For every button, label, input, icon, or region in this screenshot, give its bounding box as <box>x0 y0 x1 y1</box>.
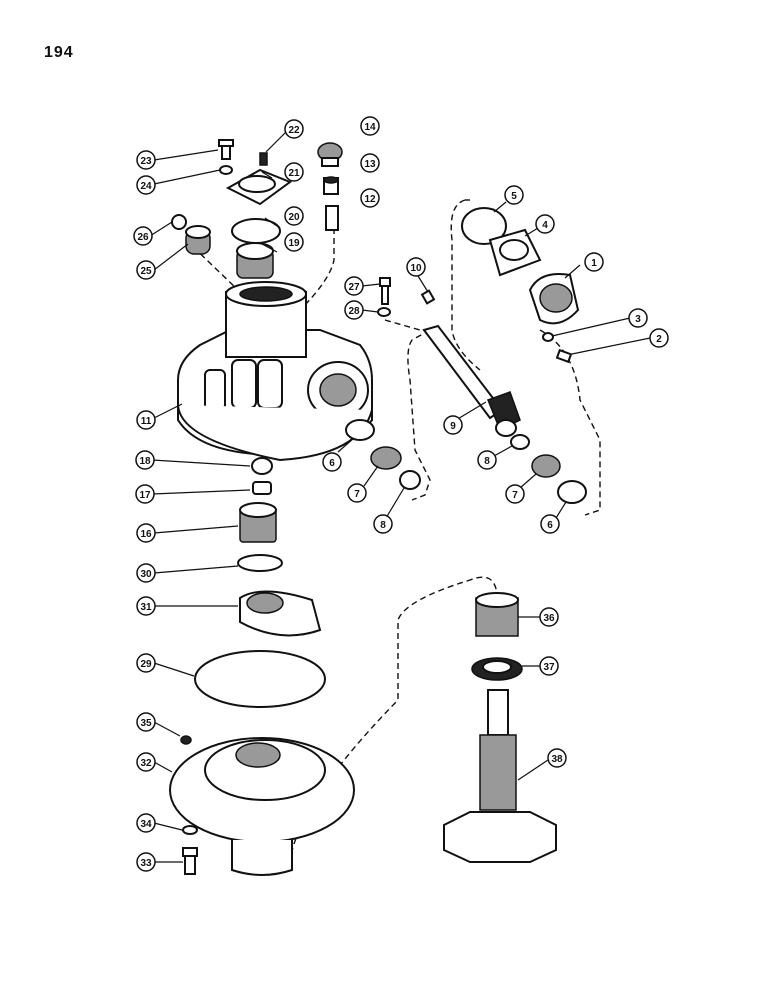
svg-text:27: 27 <box>348 282 360 293</box>
callout-34: 34 <box>136 813 156 833</box>
callout-26: 26 <box>133 226 153 246</box>
svg-text:2: 2 <box>656 334 662 345</box>
callout-31: 31 <box>136 596 156 616</box>
callout-28: 28 <box>344 300 364 320</box>
page-number: 194 <box>44 44 74 61</box>
svg-text:9: 9 <box>450 421 456 432</box>
gear-housing <box>177 281 373 462</box>
callout-4: 4 <box>535 214 555 234</box>
callout-36: 36 <box>539 607 559 627</box>
svg-text:18: 18 <box>139 456 151 467</box>
svg-text:3: 3 <box>635 314 641 325</box>
callout-27: 27 <box>344 276 364 296</box>
leader-lines <box>149 131 651 863</box>
svg-text:11: 11 <box>141 416 152 427</box>
svg-text:36: 36 <box>543 613 555 624</box>
callout-6a: 6 <box>322 452 342 472</box>
svg-text:19: 19 <box>288 238 300 249</box>
svg-text:24: 24 <box>140 181 152 192</box>
callout-10: 10 <box>406 257 426 277</box>
callout-12: 12 <box>360 188 380 208</box>
bolt-27 <box>377 277 391 317</box>
svg-text:6: 6 <box>329 458 335 469</box>
svg-text:26: 26 <box>137 232 149 243</box>
svg-text:7: 7 <box>354 489 360 500</box>
callout-5: 5 <box>504 185 524 205</box>
worm-shaft <box>420 289 521 437</box>
callout-11: 11 <box>136 410 156 430</box>
svg-text:33: 33 <box>140 858 152 869</box>
callout-22: 22 <box>284 119 304 139</box>
svg-text:21: 21 <box>288 168 300 179</box>
callout-8a: 8 <box>373 514 393 534</box>
svg-text:28: 28 <box>348 306 360 317</box>
callout-8b: 8 <box>477 450 497 470</box>
callout-35: 35 <box>136 712 156 732</box>
callout-30: 30 <box>136 563 156 583</box>
callout-25: 25 <box>136 260 156 280</box>
callout-19: 19 <box>284 232 304 252</box>
svg-text:37: 37 <box>543 662 555 673</box>
top-cover-parts <box>171 139 293 279</box>
callout-7b: 7 <box>505 484 525 504</box>
callout-32: 32 <box>136 752 156 772</box>
svg-text:4: 4 <box>542 220 548 231</box>
svg-text:13: 13 <box>364 159 376 170</box>
callout-16: 16 <box>136 523 156 543</box>
svg-text:32: 32 <box>140 758 152 769</box>
callout-2: 2 <box>649 328 669 348</box>
svg-text:38: 38 <box>551 754 563 765</box>
svg-text:7: 7 <box>512 490 518 501</box>
svg-text:30: 30 <box>140 569 152 580</box>
svg-text:34: 34 <box>140 819 152 830</box>
svg-text:5: 5 <box>511 191 517 202</box>
svg-text:31: 31 <box>140 602 152 613</box>
callout-37: 37 <box>539 656 559 676</box>
callout-14: 14 <box>360 116 380 136</box>
callout-23: 23 <box>136 150 156 170</box>
callout-3: 3 <box>628 308 648 328</box>
bottom-housing <box>169 735 355 876</box>
svg-text:12: 12 <box>364 194 376 205</box>
callout-33: 33 <box>136 852 156 872</box>
svg-text:8: 8 <box>484 456 490 467</box>
svg-text:35: 35 <box>140 718 152 729</box>
callout-21: 21 <box>284 162 304 182</box>
callout-7a: 7 <box>347 483 367 503</box>
svg-text:22: 22 <box>288 125 300 136</box>
end-cover <box>461 207 580 364</box>
svg-text:1: 1 <box>591 258 597 269</box>
svg-text:6: 6 <box>547 520 553 531</box>
output-shaft <box>443 592 557 863</box>
breather-stack <box>317 142 343 231</box>
callout-38: 38 <box>547 748 567 768</box>
svg-text:10: 10 <box>410 263 422 274</box>
bearings <box>345 419 587 504</box>
svg-text:17: 17 <box>139 490 151 501</box>
svg-text:20: 20 <box>288 212 300 223</box>
callout-9: 9 <box>443 415 463 435</box>
svg-text:8: 8 <box>380 520 386 531</box>
callout-29: 29 <box>136 653 156 673</box>
lower-stack <box>194 457 326 708</box>
svg-text:23: 23 <box>140 156 152 167</box>
callout-18: 18 <box>135 450 155 470</box>
callout-24: 24 <box>136 175 156 195</box>
callout-13: 13 <box>360 153 380 173</box>
callout-20: 20 <box>284 206 304 226</box>
svg-text:14: 14 <box>364 122 376 133</box>
svg-text:25: 25 <box>140 266 152 277</box>
callout-6b: 6 <box>540 514 560 534</box>
svg-text:29: 29 <box>140 659 152 670</box>
callout-1: 1 <box>584 252 604 272</box>
callout-17: 17 <box>135 484 155 504</box>
svg-text:16: 16 <box>140 529 152 540</box>
